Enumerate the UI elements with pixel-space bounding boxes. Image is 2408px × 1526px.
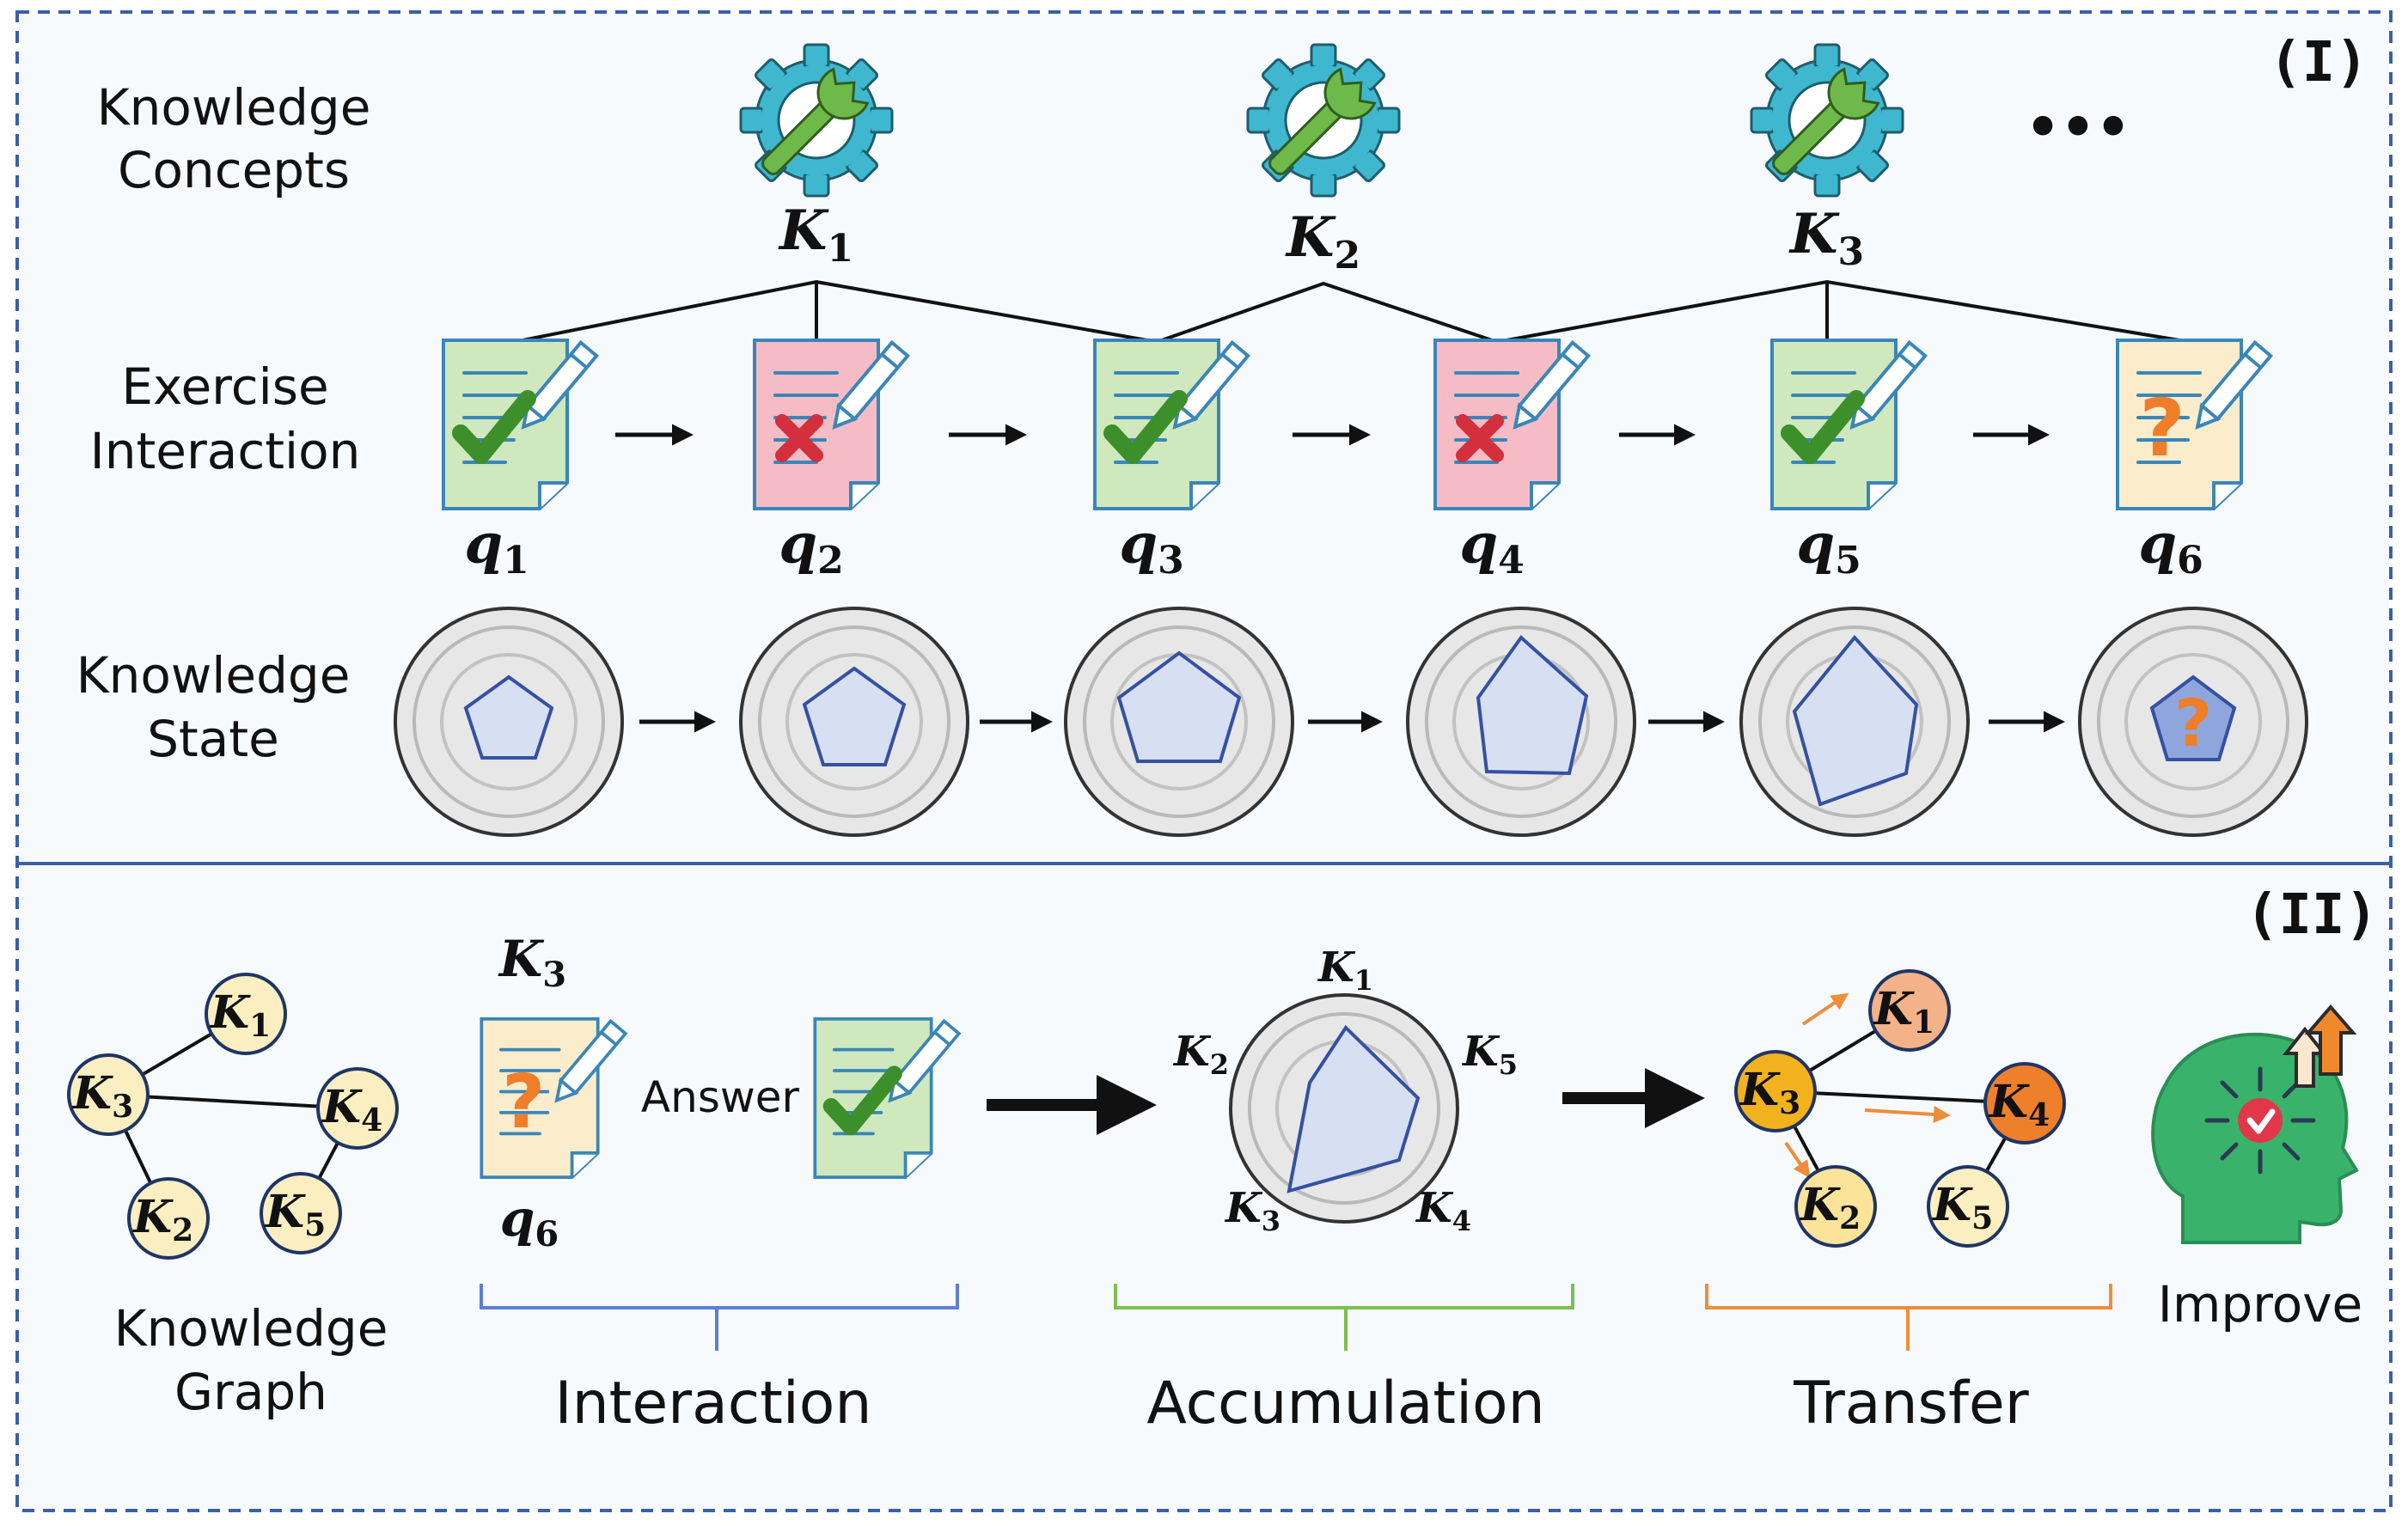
row-label-line: Knowledge: [97, 78, 371, 137]
row-label-line: Interaction: [90, 422, 361, 480]
accumulation-radar: [1229, 993, 1459, 1224]
improve-label: Improve: [2158, 1275, 2363, 1334]
transfer-node-label: K2: [1799, 1179, 1861, 1236]
transfer-node-k1: [1868, 969, 1951, 1052]
concept-label: K1: [778, 198, 853, 271]
panel-2-tag: (II): [2246, 883, 2378, 947]
concept-labels: K1 K2 K3: [778, 198, 1864, 278]
concept-exercise-links: [513, 279, 2191, 344]
interaction-stage: K3 q6 Answer: [480, 930, 961, 1254]
radar-axis-labels: K1 K2 K5 K3 K4: [1172, 943, 1518, 1237]
graph-node-k4: [316, 1067, 399, 1150]
transfer-node-k3: [1734, 1050, 1817, 1132]
bracket-transfer: [1705, 1284, 2112, 1351]
question-icon: [502, 1059, 546, 1145]
graph-node-k3: [67, 1053, 150, 1136]
knowledge-state-6: ?: [2078, 607, 2308, 837]
question-label: q6: [2138, 512, 2203, 583]
question-icon: ?: [2174, 685, 2212, 761]
knowledge-graph: K1 K3 K4 K2 K5 Knowledge Graph: [67, 973, 399, 1421]
radar-axis-label: K4: [1415, 1184, 1471, 1237]
radar-axis-label: K3: [1224, 1184, 1280, 1237]
knowledge-state-2: [739, 607, 969, 837]
question-label: q2: [779, 512, 843, 583]
graph-label-line: Knowledge: [114, 1299, 388, 1358]
transfer-node-label: K5: [1931, 1179, 1993, 1236]
row-label-line: Exercise: [121, 357, 328, 416]
transfer-node-label: K3: [1739, 1064, 1800, 1121]
row-label-line: Concepts: [118, 141, 350, 199]
knowledge-state-5: [1739, 607, 1970, 837]
radar-axis-label: K5: [1461, 1028, 1518, 1081]
gear-icon: [1246, 43, 1401, 198]
row-label-knowledge-concepts: Knowledge Concepts: [97, 78, 371, 199]
knowledge-state-3: [1064, 607, 1294, 837]
ellipsis: •••: [2026, 96, 2131, 160]
graph-node-k5: [260, 1172, 342, 1254]
graph-node-label: K1: [209, 986, 271, 1044]
transfer-node-label: K4: [1988, 1076, 2050, 1133]
stage-label-transfer: Transfer: [1793, 1370, 2028, 1437]
knowledge-state-1: [394, 607, 624, 837]
gear-icon: [739, 43, 894, 198]
transfer-node-k4: [1983, 1062, 2066, 1144]
transfer-node-k2: [1794, 1165, 1877, 1248]
graph-label-line: Graph: [174, 1363, 327, 1421]
question-label: q3: [1119, 512, 1183, 583]
bracket-accumulation: [1114, 1284, 1574, 1351]
question-label: q5: [1796, 512, 1861, 583]
concept-label: K3: [1788, 202, 1864, 274]
knowledge-state-4: [1406, 607, 1636, 837]
question-icon: [2139, 382, 2185, 474]
row-label-line: State: [147, 710, 279, 768]
radar-axis-label: K1: [1317, 943, 1373, 997]
gear-icon: [1750, 43, 1904, 198]
up-arrows-icon: [2282, 1004, 2357, 1088]
transfer-node-k5: [1927, 1165, 2009, 1248]
graph-node-label: K4: [321, 1081, 382, 1138]
bracket-interaction: [480, 1284, 959, 1351]
question-label: q1: [464, 512, 529, 583]
answer-label: Answer: [641, 1072, 800, 1122]
improve-head-icon: [2151, 1004, 2359, 1244]
graph-node-label: K3: [71, 1067, 133, 1125]
panel-1-tag: (I): [2269, 31, 2368, 95]
stage-label-interaction: Interaction: [555, 1370, 872, 1437]
transfer-node-label: K1: [1873, 983, 1934, 1041]
graph-node-label: K2: [131, 1191, 193, 1248]
question-label: q4: [1459, 512, 1524, 583]
radar-axis-label: K2: [1172, 1028, 1229, 1081]
row-label-line: Knowledge: [76, 646, 351, 705]
row-label-exercise-interaction: Exercise Interaction: [90, 357, 361, 480]
stage-label-accumulation: Accumulation: [1146, 1370, 1544, 1437]
row-label-knowledge-state: Knowledge State: [76, 646, 351, 768]
interaction-concept-label: K3: [498, 930, 566, 995]
concept-label: K2: [1285, 205, 1360, 278]
graph-node-k2: [127, 1177, 210, 1260]
graph-node-k1: [205, 973, 287, 1055]
graph-node-label: K5: [264, 1186, 326, 1243]
transfer-graph: K1 K3 K4 K2 K5: [1734, 969, 2066, 1248]
question-labels: q1 q2 q3 q4 q5 q6: [464, 512, 2203, 583]
outer-dashed-border: [15, 10, 2393, 1512]
interaction-question-label: q6: [500, 1189, 559, 1254]
